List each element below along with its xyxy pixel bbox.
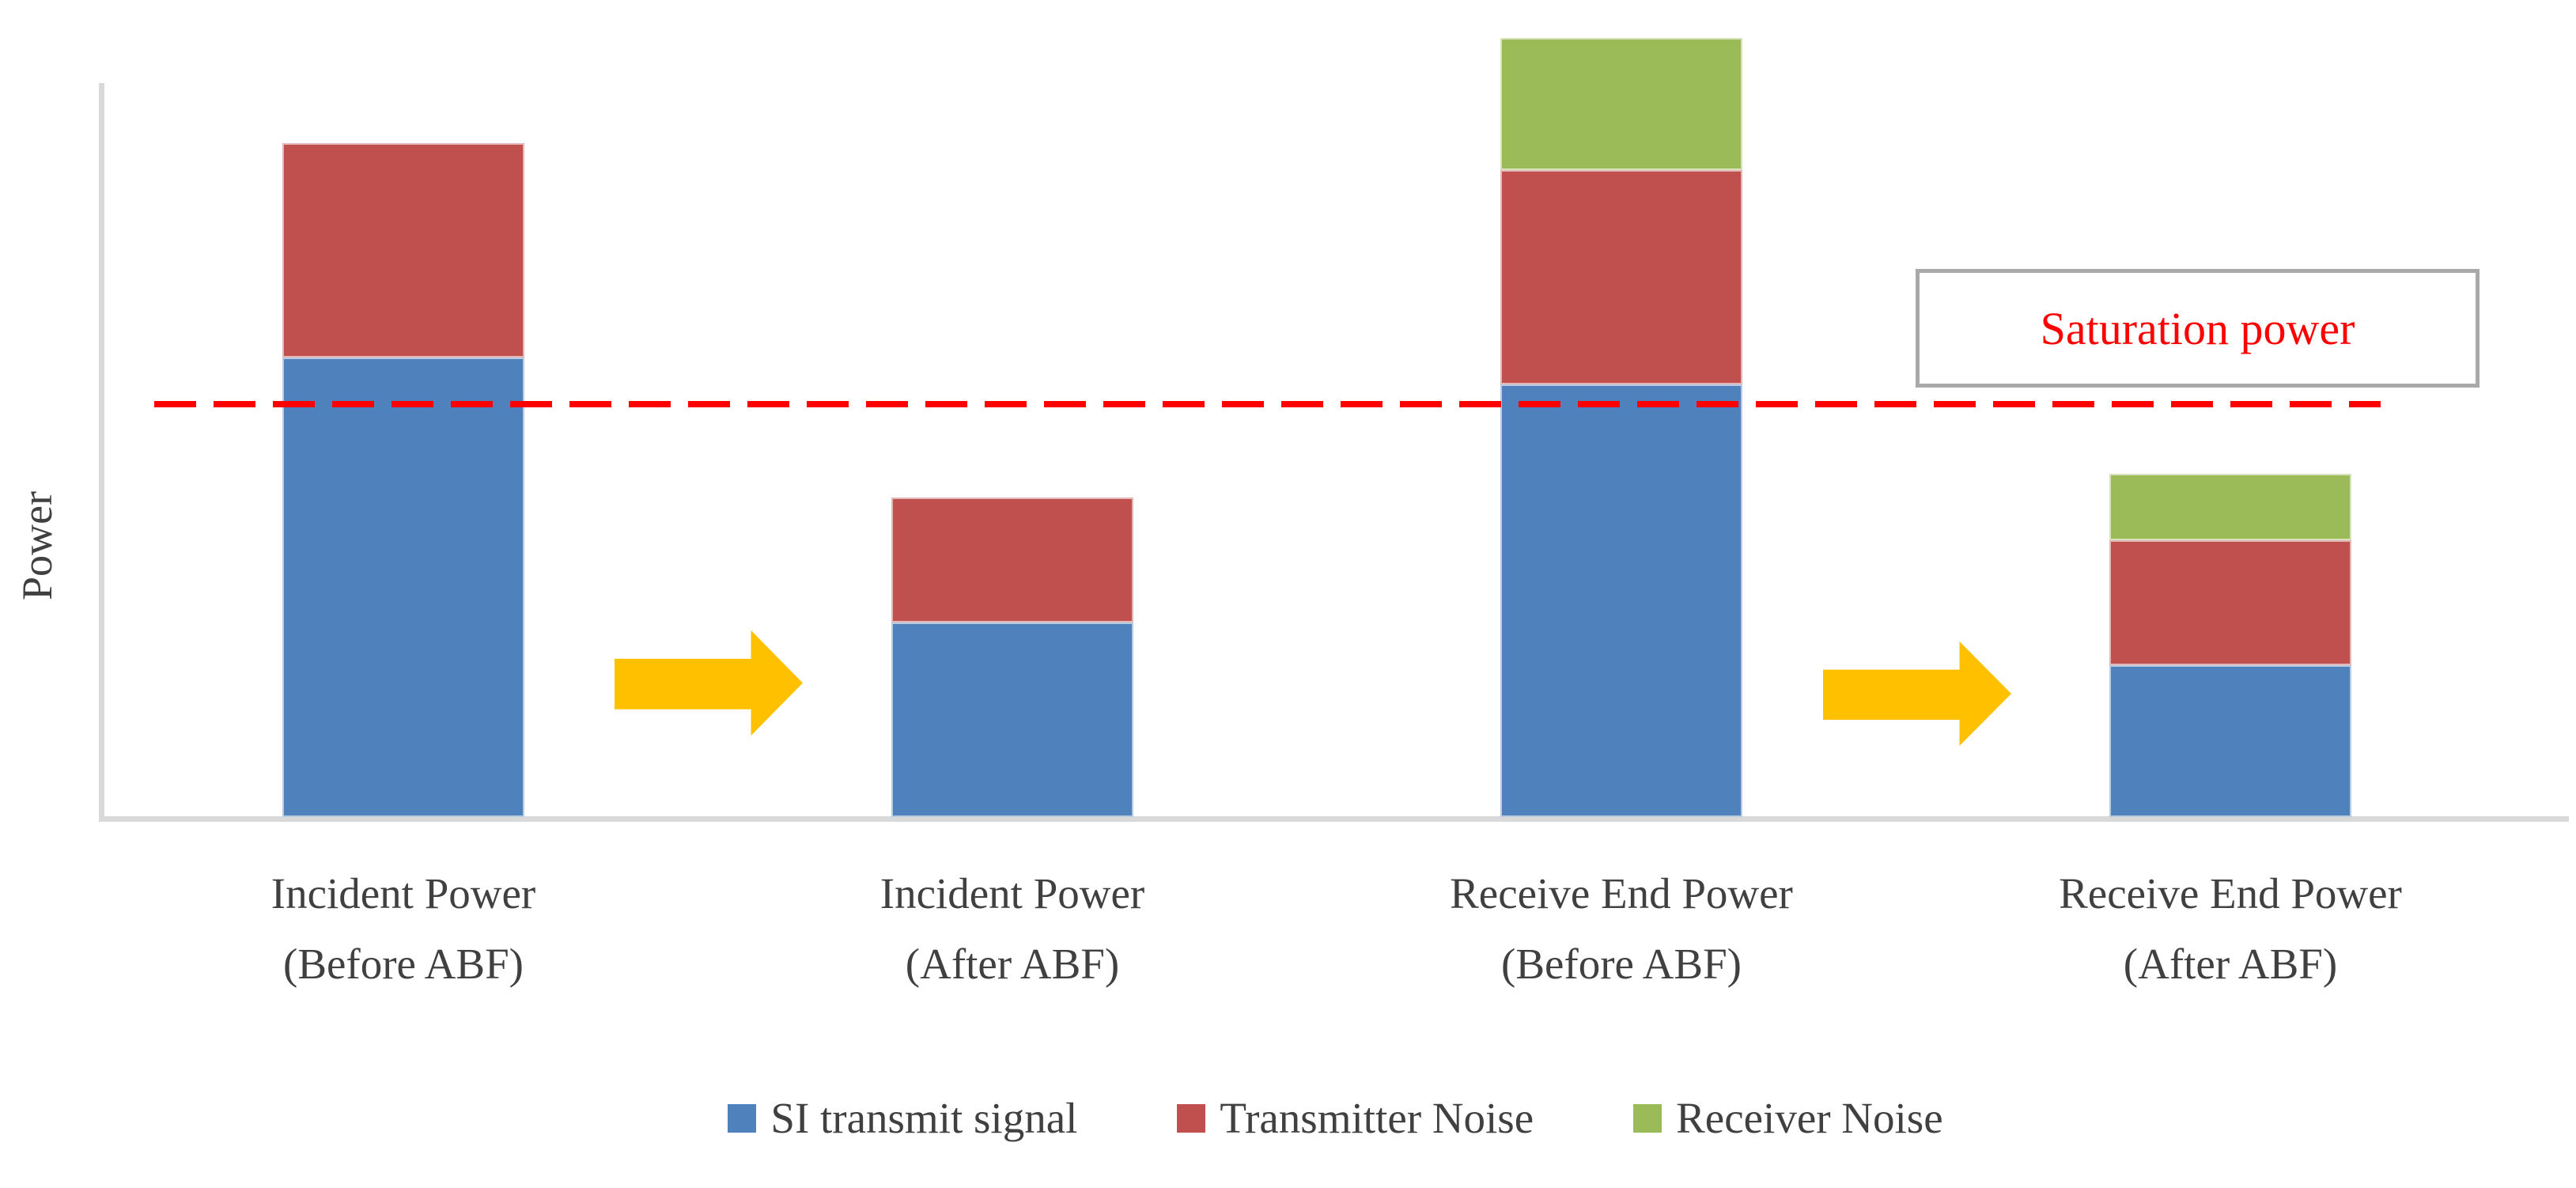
legend-swatch-icon <box>1633 1103 1662 1133</box>
arrow-right-icon <box>615 630 803 736</box>
x-axis-label-line2: (After ABF) <box>2123 940 2338 989</box>
x-axis-label-line1: Incident Power <box>270 869 536 917</box>
legend-item-transmitter-noise: Transmitter Noise <box>1177 1093 1534 1143</box>
legend-item-receiver-noise: Receiver Noise <box>1633 1093 1943 1143</box>
arrow-right-icon <box>1823 641 2011 746</box>
x-axis-label-line2: (Before ABF) <box>283 940 524 989</box>
x-axis-label-3: Receive End Power (Before ABF) <box>1321 858 1922 999</box>
legend-swatch-icon <box>1177 1103 1206 1133</box>
x-axis-label-2: Incident Power (After ABF) <box>712 858 1313 999</box>
legend-label: Receiver Noise <box>1676 1094 1943 1142</box>
legend: SI transmit signal Transmitter Noise Recei… <box>0 1093 2576 1143</box>
saturation-power-label-box: Saturation power <box>1916 269 2480 388</box>
saturation-threshold-line <box>154 401 2381 407</box>
legend-swatch-icon <box>728 1103 757 1133</box>
bar-2-segment-transmitter-noise <box>891 498 1133 622</box>
x-axis-label-line2: (After ABF) <box>905 940 1120 989</box>
bar-2-segment-si-transmit-signal <box>891 622 1133 817</box>
bar-3-segment-transmitter-noise <box>1500 170 1742 384</box>
x-axis-label-line1: Receive End Power <box>1450 869 1793 917</box>
bar-4-segment-receiver-noise <box>2109 474 2351 540</box>
legend-item-si-transmit-signal: SI transmit signal <box>728 1093 1077 1143</box>
x-axis-label-line1: Receive End Power <box>2059 869 2402 917</box>
bar-4-segment-transmitter-noise <box>2109 540 2351 665</box>
bar-1-segment-transmitter-noise <box>282 143 524 358</box>
bar-1-segment-si-transmit-signal <box>282 358 524 817</box>
x-axis-label-4: Receive End Power (After ABF) <box>1930 858 2531 999</box>
x-axis-line <box>99 816 2569 822</box>
x-axis-label-line2: (Before ABF) <box>1501 940 1742 989</box>
x-axis-label-1: Incident Power (Before ABF) <box>103 858 704 999</box>
y-axis-title: Power <box>13 491 61 600</box>
saturation-power-label: Saturation power <box>2040 302 2355 354</box>
bar-3-segment-receiver-noise <box>1500 38 1742 170</box>
bar-3-segment-si-transmit-signal <box>1500 384 1742 817</box>
legend-label: Transmitter Noise <box>1220 1094 1534 1142</box>
legend-label: SI transmit signal <box>770 1094 1078 1142</box>
y-axis-line <box>99 83 104 822</box>
x-axis-label-line1: Incident Power <box>879 869 1145 917</box>
bar-4-segment-si-transmit-signal <box>2109 665 2351 817</box>
